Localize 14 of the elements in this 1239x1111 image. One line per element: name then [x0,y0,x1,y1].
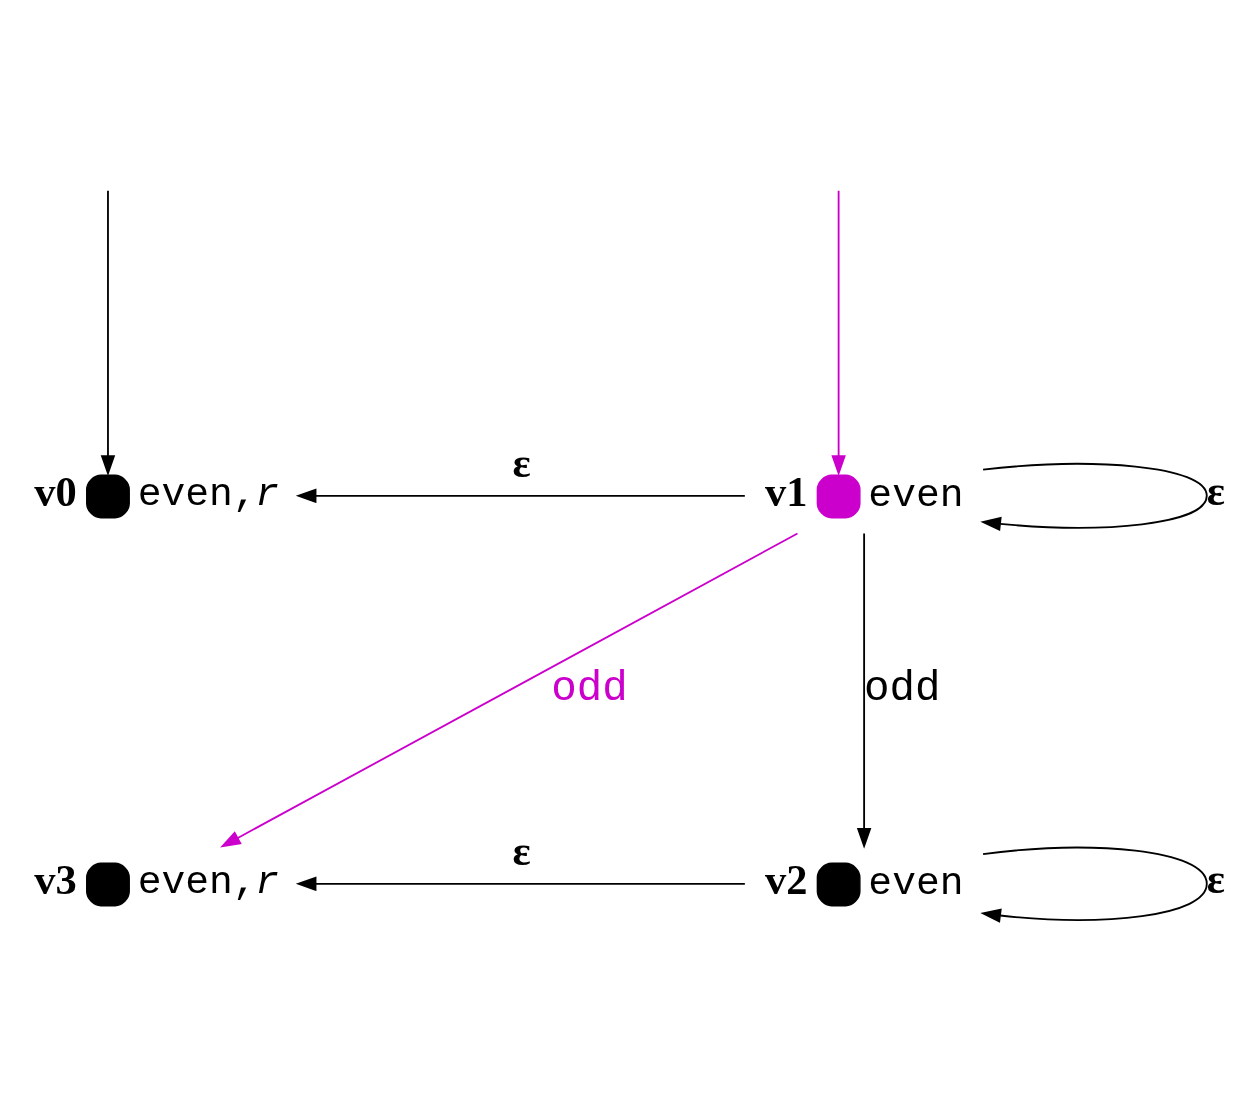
node-label: v3 [34,855,77,903]
edge-label: ε [1206,855,1225,903]
node-label: even,r [137,471,280,517]
edge-label: ε [512,439,531,487]
edge-label: odd [551,665,628,714]
node-label: v1 [764,467,808,515]
edge-label: odd [864,665,941,714]
node-label: even,r [137,859,280,905]
edge-label: ε [1206,467,1225,515]
node-label: v2 [764,855,808,903]
edge-label: ε [512,827,531,875]
node-label: even [868,473,964,519]
node-label: even [868,861,964,907]
node-label: v0 [34,467,77,515]
